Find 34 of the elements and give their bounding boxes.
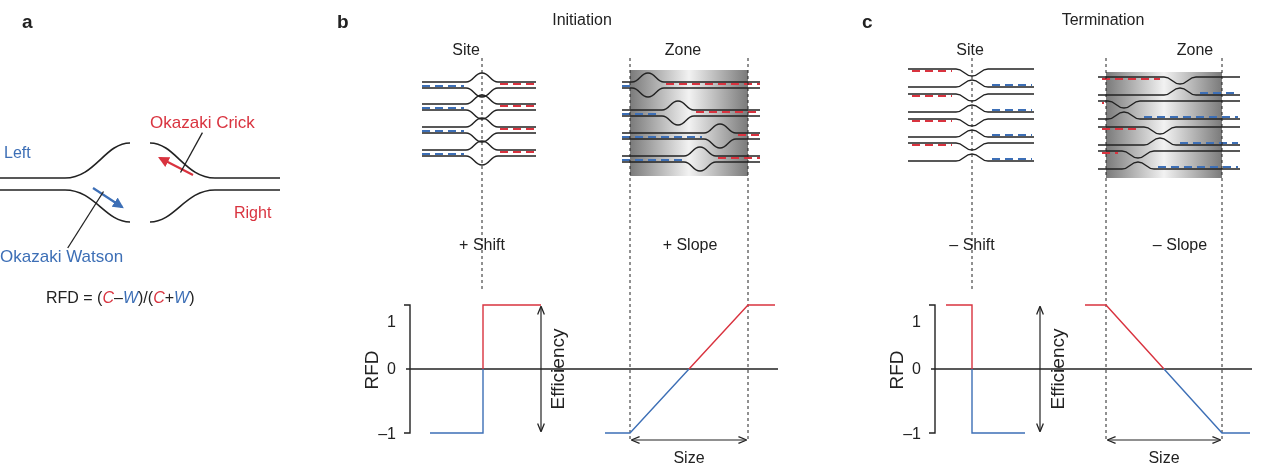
column-heading: Site — [452, 41, 480, 59]
shift-label: + Shift — [459, 236, 505, 254]
axis-title: RFD — [361, 350, 383, 390]
axis-title: Efficiency — [1047, 328, 1069, 410]
column-heading: Zone — [1176, 41, 1214, 59]
fragment-label: Okazaki Crick — [150, 114, 255, 133]
axis-title: Size — [673, 449, 705, 467]
axis-title: Size — [1148, 449, 1180, 467]
slope-label: + Slope — [662, 236, 718, 254]
leader-line — [179, 132, 204, 174]
column-heading: Zone — [664, 41, 702, 59]
column-heading: Site — [956, 41, 984, 59]
okazaki-fragment-arrow — [92, 187, 124, 209]
axis-tick-label: 1 — [387, 313, 396, 331]
fragment-label: Okazaki Watson — [0, 248, 124, 267]
axis-tick-label: 1 — [912, 313, 921, 331]
formula-text: RFD = (C–W)/(C+W) — [46, 289, 195, 307]
okazaki-fragment-arrow — [158, 157, 194, 176]
shift-label: – Shift — [949, 236, 995, 254]
axis-tick-label: –1 — [903, 425, 921, 443]
strand-label: Right — [234, 204, 272, 222]
axis-tick-label: –1 — [378, 425, 396, 443]
axis-tick-label: 0 — [387, 360, 396, 378]
panel-letter: b — [337, 11, 349, 33]
axis-tick-label: 0 — [912, 360, 921, 378]
axis-title: Efficiency — [547, 328, 569, 410]
axis-title: RFD — [886, 350, 908, 390]
strand-label: Left — [4, 144, 31, 162]
slope-label: – Slope — [1152, 236, 1208, 254]
panel-letter: c — [862, 11, 873, 33]
panel-title: Termination — [1061, 11, 1145, 29]
leader-line — [67, 190, 105, 249]
panel-letter: a — [22, 11, 33, 33]
panel-title: Initiation — [552, 11, 612, 29]
